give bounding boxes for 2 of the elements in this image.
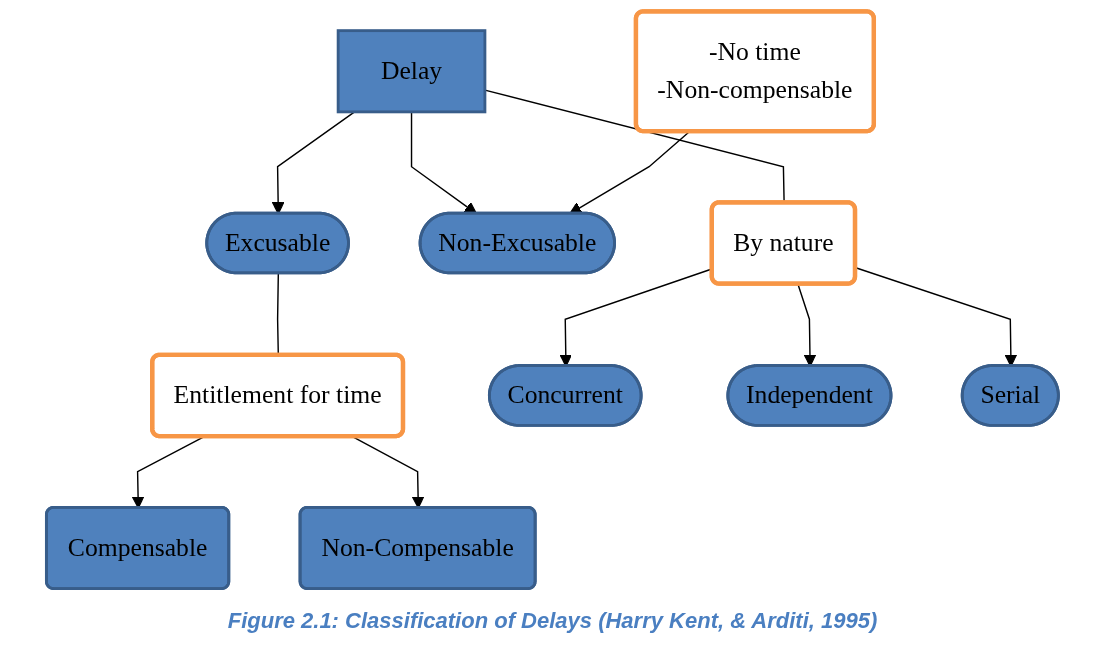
figure-caption: Figure 2.1: Classification of Delays (Harry Kent, & Arditi, 1995) (226, 608, 879, 634)
node-box: Delay (336, 29, 487, 114)
